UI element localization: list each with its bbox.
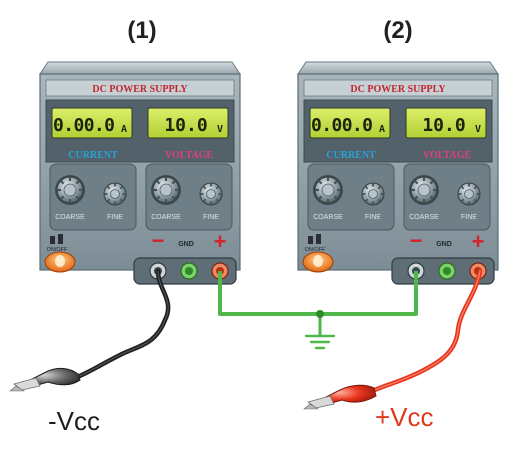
plus-label: + — [214, 229, 227, 254]
onoff-button[interactable] — [44, 251, 76, 273]
voltage-coarse-knob[interactable] — [149, 173, 183, 207]
supply-title: DC POWER SUPPLY — [350, 84, 446, 95]
voltage-fine-knob[interactable] — [199, 182, 223, 206]
current-unit: A — [379, 124, 385, 135]
current-coarse-knob[interactable] — [53, 173, 87, 207]
minus-label: − — [152, 228, 165, 253]
gnd-terminal[interactable] — [438, 262, 456, 280]
supply-2-number: (2) — [383, 17, 412, 44]
onoff-icon — [50, 234, 63, 244]
fine-label: FINE — [365, 214, 381, 221]
coarse-label: COARSE — [55, 214, 85, 221]
voltage-display: 10.0 — [164, 115, 207, 136]
coarse-label: COARSE — [313, 214, 343, 221]
coarse-label: COARSE — [151, 214, 181, 221]
current-display: 0.00.0 — [311, 115, 373, 136]
fine-label: FINE — [461, 214, 477, 221]
onoff-icon — [308, 234, 321, 244]
fine-label: FINE — [107, 214, 123, 221]
current-display: 0.00.0 — [53, 115, 115, 136]
current-fine-knob[interactable] — [103, 182, 127, 206]
voltage-unit: V — [217, 124, 223, 135]
voltage-unit: V — [475, 124, 481, 135]
negative-alligator-clip-icon — [9, 367, 81, 392]
supply-1-number: (1) — [127, 17, 156, 44]
power-supply-1: DC POWER SUPPLY 0.00.0 A 10.0 V CURRENT … — [39, 61, 241, 285]
voltage-fine-knob[interactable] — [457, 182, 481, 206]
junction-dot — [316, 310, 324, 318]
power-supply-2: DC POWER SUPPLY 0.00.0 A 10.0 V CURRENT … — [297, 61, 499, 285]
current-unit: A — [121, 124, 127, 135]
onoff-label: ON/OFF — [47, 247, 68, 253]
voltage-group-label: VOLTAGE — [423, 150, 471, 161]
gnd-label: GND — [436, 241, 452, 248]
current-group-label: CURRENT — [326, 150, 376, 161]
voltage-group-label: VOLTAGE — [165, 150, 213, 161]
onoff-label: ON/OFF — [305, 247, 326, 253]
onoff-button[interactable] — [302, 251, 334, 273]
coarse-label: COARSE — [409, 214, 439, 221]
current-group-label: CURRENT — [68, 150, 118, 161]
gnd-terminal[interactable] — [180, 262, 198, 280]
current-coarse-knob[interactable] — [311, 173, 345, 207]
negative-lead-wire — [72, 268, 171, 381]
ground-icon — [304, 334, 336, 350]
fine-label: FINE — [203, 214, 219, 221]
supply-title: DC POWER SUPPLY — [92, 84, 188, 95]
current-fine-knob[interactable] — [361, 182, 385, 206]
series-link-wire — [218, 271, 418, 316]
positive-lead-wire — [367, 268, 483, 395]
gnd-label: GND — [178, 241, 194, 248]
positive-alligator-clip-icon — [303, 384, 377, 410]
minus-label: − — [410, 228, 423, 253]
positive-lead-label: +Vcc — [375, 402, 434, 432]
voltage-coarse-knob[interactable] — [407, 173, 441, 207]
voltage-display: 10.0 — [422, 115, 465, 136]
negative-lead-label: -Vcc — [48, 406, 100, 436]
plus-label: + — [472, 229, 485, 254]
